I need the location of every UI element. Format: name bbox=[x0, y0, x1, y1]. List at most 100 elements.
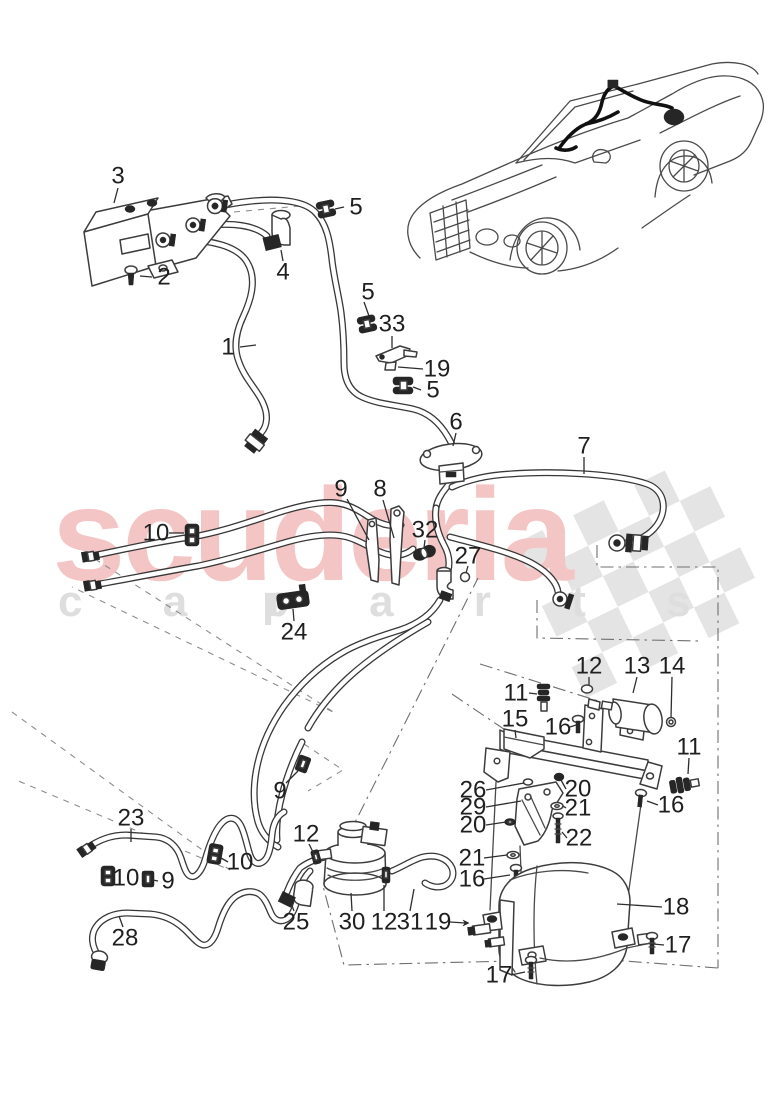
bracket-29 bbox=[514, 781, 564, 846]
clip-9b bbox=[141, 870, 155, 888]
part-callout-33[interactable]: 33 bbox=[379, 311, 406, 338]
checker-square bbox=[557, 545, 603, 592]
part-callout-31[interactable]: 31 bbox=[397, 909, 424, 936]
part-callout-8[interactable]: 8 bbox=[373, 476, 386, 503]
part-callout-17[interactable]: 17 bbox=[486, 962, 513, 989]
callout-leader-18 bbox=[616, 903, 663, 908]
canister-13 bbox=[600, 698, 663, 735]
quick-connectors bbox=[155, 193, 229, 248]
washer-20a bbox=[504, 818, 516, 826]
part-callout-10[interactable]: 10 bbox=[113, 865, 140, 892]
callout-leader-9 bbox=[152, 879, 159, 882]
part-callout-9[interactable]: 9 bbox=[273, 778, 286, 805]
part-callout-10[interactable]: 10 bbox=[143, 520, 170, 547]
part-callout-10[interactable]: 10 bbox=[227, 849, 254, 876]
part-callout-21[interactable]: 21 bbox=[565, 795, 592, 822]
part-callout-18[interactable]: 18 bbox=[663, 894, 690, 921]
callout-leader-8 bbox=[382, 499, 395, 539]
pipe-end-fittings bbox=[76, 550, 109, 971]
callout-leader-15 bbox=[514, 729, 517, 739]
part-callout-19[interactable]: 19 bbox=[424, 356, 451, 383]
part-callout-28[interactable]: 28 bbox=[112, 925, 139, 952]
screw-17b bbox=[524, 955, 538, 980]
hose-7b-connector bbox=[552, 591, 575, 610]
part-callout-26[interactable]: 26 bbox=[460, 777, 487, 804]
part-callout-2[interactable]: 2 bbox=[157, 264, 170, 291]
part-callout-15[interactable]: 15 bbox=[502, 706, 529, 733]
part-callout-7[interactable]: 7 bbox=[577, 433, 590, 460]
checker-square bbox=[679, 486, 726, 532]
screw-2 bbox=[124, 265, 138, 286]
valve-11-right bbox=[669, 776, 701, 794]
part-callout-19[interactable]: 19 bbox=[425, 909, 452, 936]
part-callout-29[interactable]: 29 bbox=[460, 794, 487, 821]
part-callout-3[interactable]: 3 bbox=[111, 163, 124, 190]
part-callout-11[interactable]: 11 bbox=[504, 680, 529, 707]
elbow-fitting-mid bbox=[436, 566, 454, 603]
clip-10c bbox=[100, 865, 116, 887]
callout-leader-29 bbox=[485, 800, 522, 808]
part-callout-23[interactable]: 23 bbox=[118, 805, 145, 832]
part-callout-5[interactable]: 5 bbox=[349, 194, 362, 221]
part-callout-27[interactable]: 27 bbox=[455, 543, 482, 570]
callout-leader-9 bbox=[285, 770, 299, 784]
part-callout-1[interactable]: 1 bbox=[221, 334, 234, 361]
bolt-22 bbox=[552, 812, 564, 844]
checker-square bbox=[709, 547, 755, 593]
bracket-15 bbox=[503, 728, 545, 759]
callout-leader-17 bbox=[652, 943, 665, 946]
car-illustration bbox=[407, 61, 765, 275]
callout-leader-21 bbox=[483, 854, 508, 859]
part-callout-12[interactable]: 12 bbox=[293, 821, 320, 848]
callout-leader-16 bbox=[646, 800, 659, 806]
part-callout-5[interactable]: 5 bbox=[426, 377, 439, 404]
part-callout-12[interactable]: 12 bbox=[576, 653, 603, 680]
part-callout-16[interactable]: 16 bbox=[658, 792, 685, 819]
part-callout-11[interactable]: 11 bbox=[677, 734, 702, 761]
charcoal-filter-box bbox=[83, 195, 233, 287]
part-callout-22[interactable]: 22 bbox=[566, 825, 593, 852]
part-callout-13[interactable]: 13 bbox=[624, 653, 651, 680]
callout-leader-5 bbox=[334, 206, 345, 210]
part-callout-16[interactable]: 16 bbox=[545, 714, 572, 741]
clip-5a bbox=[315, 199, 337, 219]
callout-leader-30 bbox=[350, 892, 353, 912]
strap-8 bbox=[389, 505, 405, 586]
checker-square bbox=[664, 531, 710, 578]
part-callout-16[interactable]: 16 bbox=[459, 866, 486, 893]
strap-9 bbox=[365, 517, 380, 583]
part-callout-20[interactable]: 20 bbox=[565, 776, 592, 803]
highlighted-harness bbox=[554, 79, 685, 152]
callout-leader-24 bbox=[292, 608, 295, 622]
bracket-33 bbox=[375, 345, 418, 364]
part-callout-9[interactable]: 9 bbox=[161, 868, 174, 895]
valve-11-left bbox=[536, 683, 551, 712]
part-callout-14[interactable]: 14 bbox=[659, 653, 686, 680]
callout-leader-27 bbox=[465, 565, 469, 574]
part-callout-5[interactable]: 5 bbox=[361, 279, 374, 306]
hose-1-end-connector bbox=[244, 428, 269, 454]
part-callout-24[interactable]: 24 bbox=[281, 619, 308, 646]
elbow-connector-4 bbox=[262, 209, 291, 252]
part-callout-25[interactable]: 25 bbox=[283, 909, 310, 936]
part-callout-17[interactable]: 17 bbox=[665, 932, 692, 959]
callout-leader-32 bbox=[423, 539, 426, 549]
part-callout-30[interactable]: 30 bbox=[339, 909, 366, 936]
callout-leader-19 bbox=[397, 366, 424, 370]
part-callout-32[interactable]: 32 bbox=[412, 517, 439, 544]
part-callout-20[interactable]: 20 bbox=[460, 812, 487, 839]
callout-leader-19 bbox=[449, 921, 466, 924]
part-callout-21[interactable]: 21 bbox=[459, 845, 486, 872]
part-callout-9[interactable]: 9 bbox=[334, 476, 347, 503]
part-callout-4[interactable]: 4 bbox=[276, 259, 289, 286]
callout-leader-2 bbox=[139, 275, 153, 278]
part-callout-6[interactable]: 6 bbox=[449, 409, 462, 436]
callout-leader-14 bbox=[670, 676, 673, 719]
front-wheel bbox=[516, 221, 568, 275]
callout-leader-1 bbox=[239, 344, 257, 348]
part-callout-12[interactable]: 12 bbox=[371, 909, 398, 936]
rear-wheel bbox=[659, 140, 709, 192]
callout-leader-6 bbox=[452, 432, 457, 447]
cap-20b bbox=[553, 772, 565, 782]
